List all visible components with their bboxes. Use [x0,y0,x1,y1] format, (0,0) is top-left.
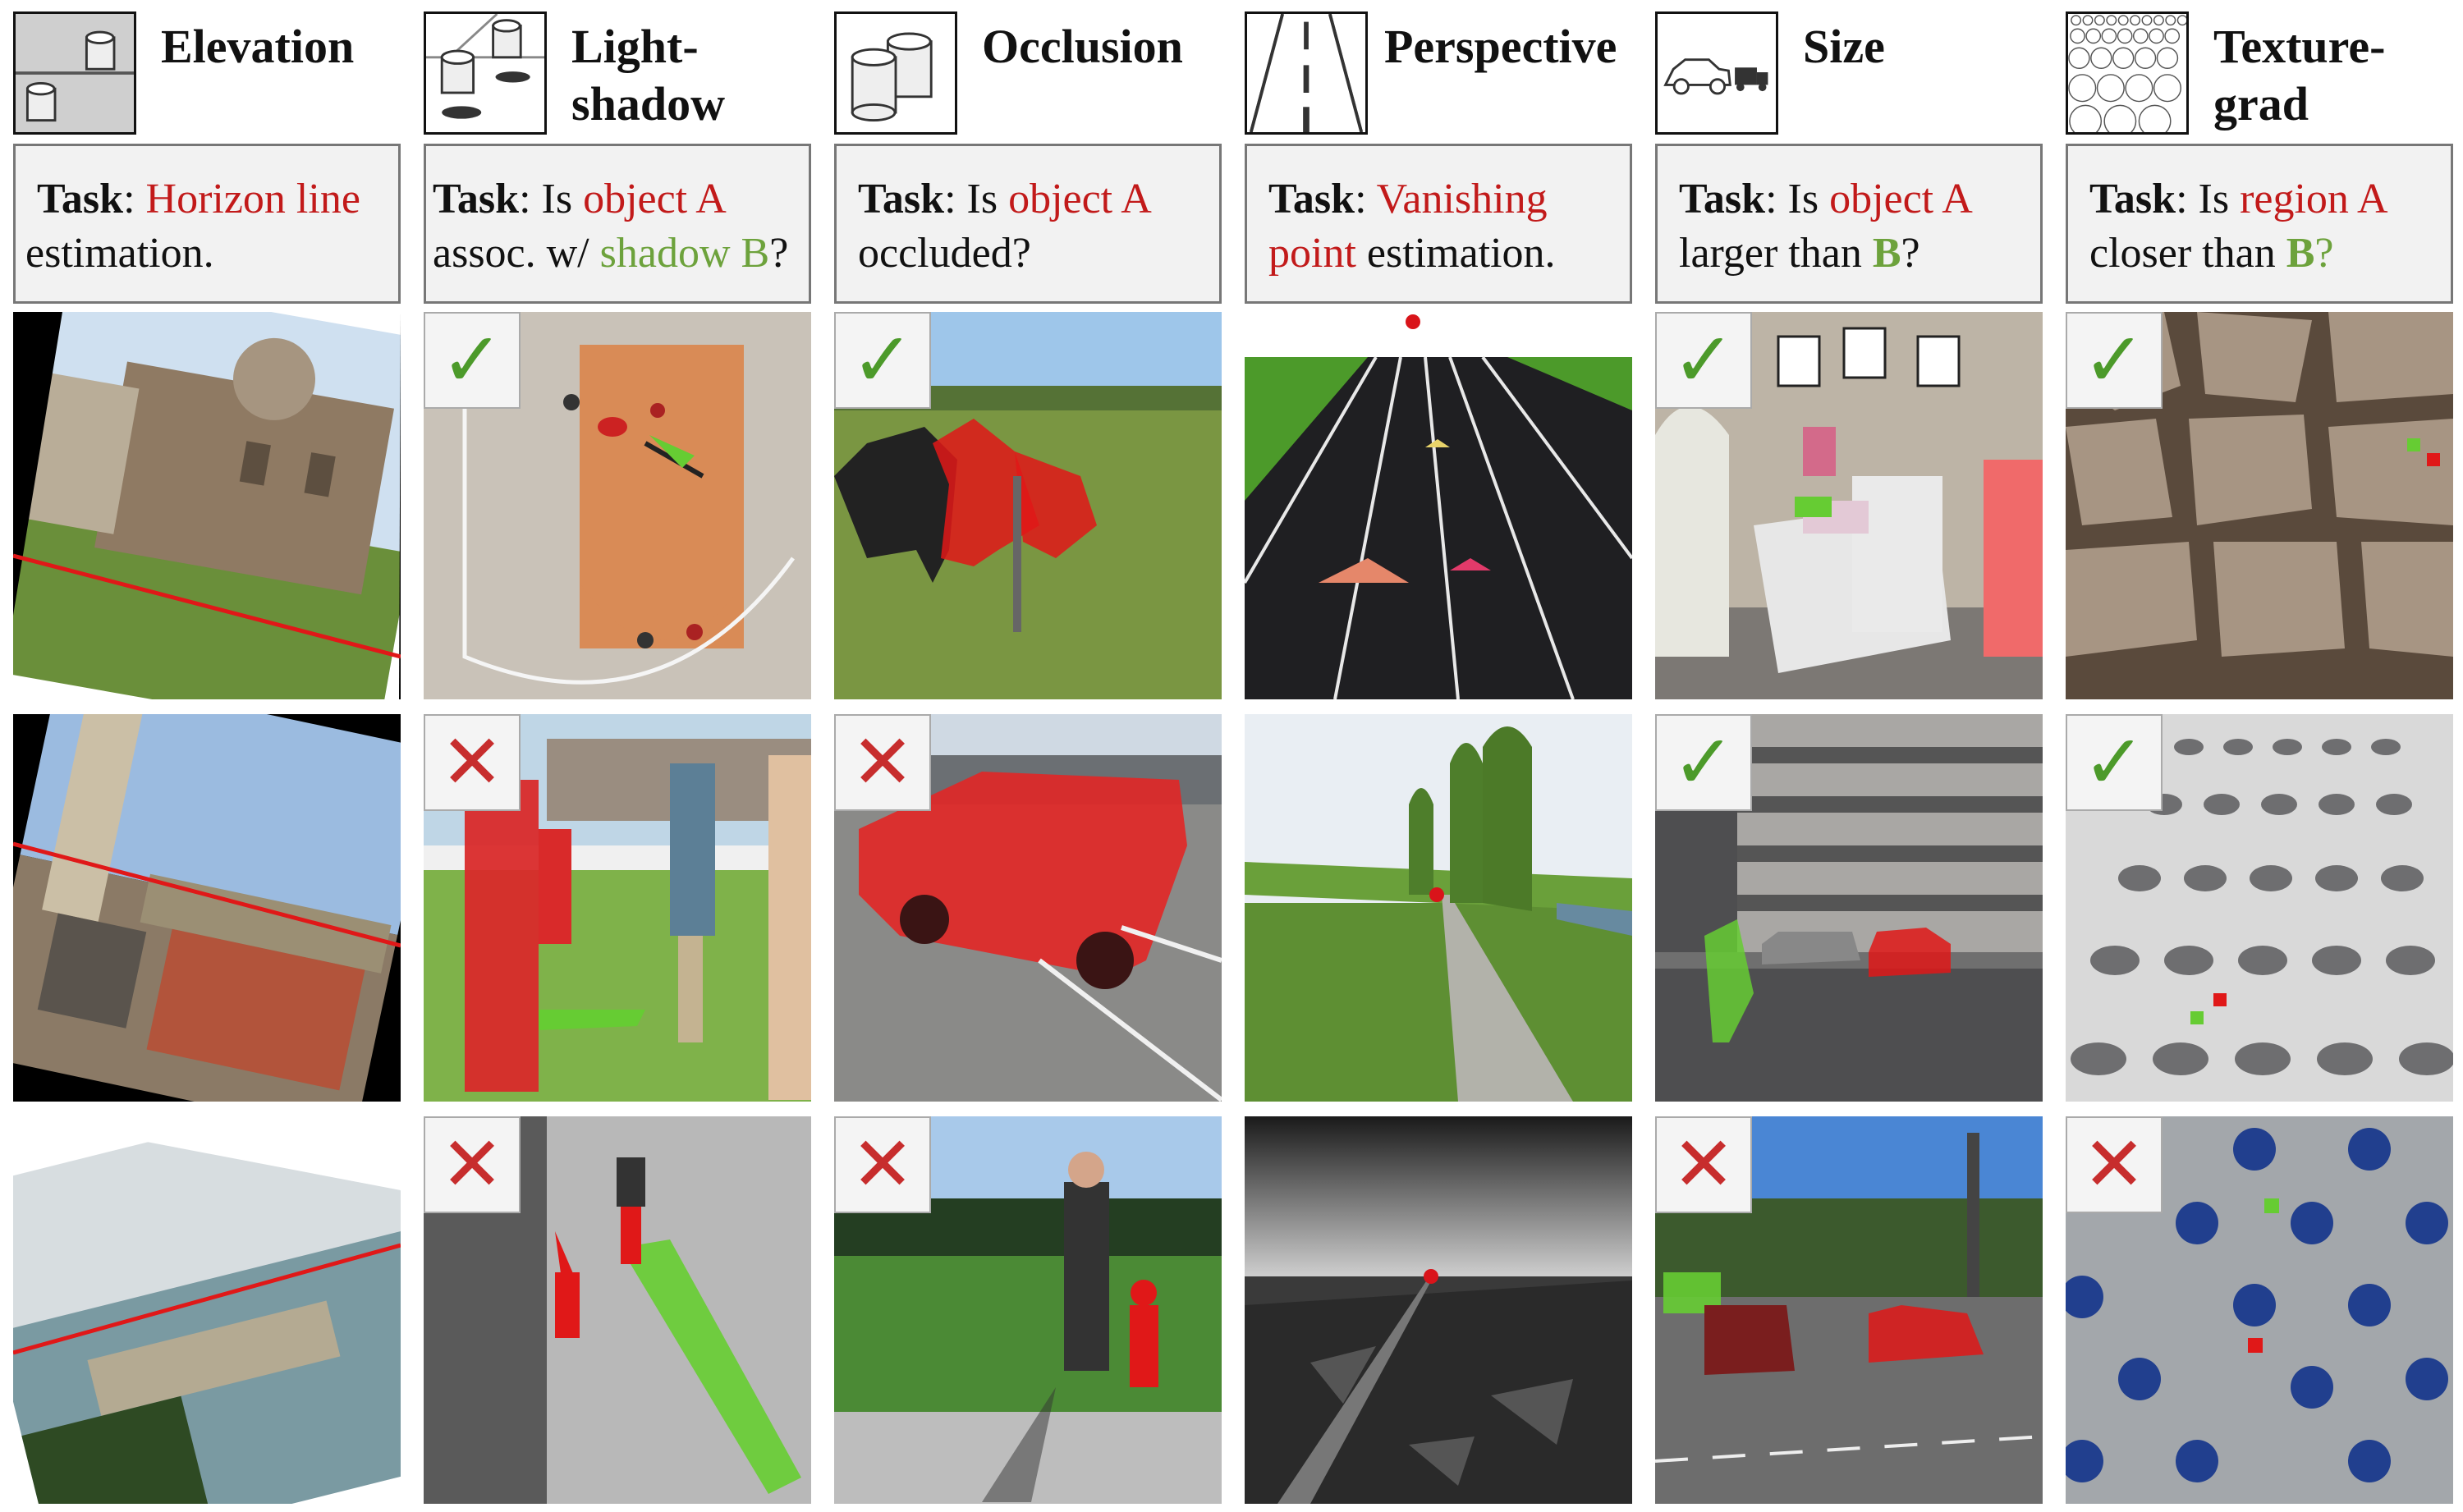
task-text: occluded? [858,230,1031,277]
task-label: Task [433,176,520,222]
column-title: Perspective [1384,20,1617,73]
check-icon: ✓ [2066,312,2163,409]
check-icon: ✓ [2066,714,2163,811]
column-size: Size Task: Is object A larger than B? ✓ [1655,0,2043,1512]
column-elevation: Elevation Task: Horizon line estimation. [13,0,401,1512]
column-title: Size [1803,20,1885,73]
column-light-shadow: Light- shadow Task: Is object A assoc. w/… [424,0,811,1512]
perspective-image-3 [1245,1116,1632,1504]
perspective-icon [1245,11,1368,135]
column-title: Texture- grad [2213,20,2386,131]
perspective-image-1 [1245,312,1632,699]
task-highlight-a: object A [583,176,727,222]
task-label: Task [858,176,945,222]
task-highlight-a: Horizon line [145,176,360,222]
task-box: Task: Is object A occluded? [834,144,1222,304]
check-icon: ✓ [1655,714,1752,811]
texture-gradient-icon [2066,11,2189,135]
cross-icon: ✕ [834,1116,931,1213]
elevation-image-2 [13,714,401,1102]
task-label: Task [2089,176,2176,222]
check-icon: ✓ [424,312,521,409]
elevation-image-3 [13,1116,401,1504]
occlusion-image-2: ✕ [834,714,1222,1102]
texture-image-3: ✕ [2066,1116,2453,1504]
task-highlight-a: Vanishing [1376,176,1548,222]
task-box: Task: Is object A assoc. w/ shadow B? [424,144,811,304]
cross-icon: ✕ [424,1116,521,1213]
task-text: : Is [2176,176,2241,222]
task-highlight-a: region A [2240,176,2388,222]
occlusion-image-1: ✓ [834,312,1222,699]
task-highlight-b: B [1872,230,1901,277]
task-text: estimation. [25,230,214,277]
task-highlight-a: object A [1829,176,1973,222]
column-occlusion: Occlusion Task: Is object A occluded? ✓ ✕ [834,0,1222,1512]
check-icon: ✓ [1655,312,1752,409]
task-box: Task: Horizon line estimation. [13,144,401,304]
texture-image-2: ✓ [2066,714,2453,1102]
task-text: larger than [1679,230,1873,277]
light-shadow-image-1: ✓ [424,312,811,699]
task-text: : Is [1765,176,1830,222]
size-image-1: ✓ [1655,312,2043,699]
task-text: : Is [519,176,584,222]
task-text: ? [1901,230,1920,277]
column-title: Light- shadow [571,20,725,131]
task-highlight-a: object A [1008,176,1152,222]
elevation-icon [13,11,136,135]
task-text: assoc. w/ [433,230,600,277]
column-texture-grad: Texture- grad Task: Is region A closer th… [2066,0,2453,1512]
size-icon [1655,11,1778,135]
light-shadow-image-3: ✕ [424,1116,811,1504]
task-text: ? [769,230,789,277]
task-text: : Is [944,176,1009,222]
task-text: closer than [2089,230,2286,277]
task-highlight-b: shadow B [599,230,770,277]
task-text: estimation. [1355,230,1556,277]
task-label: Task [1679,176,1766,222]
light-shadow-image-2: ✕ [424,714,811,1102]
task-highlight-a: point [1268,230,1356,277]
cross-icon: ✕ [2066,1116,2163,1213]
task-box: Task: Is object A larger than B? [1655,144,2043,304]
column-title: Elevation [161,20,355,73]
texture-image-1: ✓ [2066,312,2453,699]
task-label: Task [1268,176,1355,222]
cross-icon: ✕ [424,714,521,811]
light-shadow-icon [424,11,547,135]
column-title: Occlusion [982,20,1183,73]
size-image-2: ✓ [1655,714,2043,1102]
task-text: : [1355,176,1377,222]
task-text: : [123,176,146,222]
cross-icon: ✕ [834,714,931,811]
perspective-image-2 [1245,714,1632,1102]
task-text: ? [2314,230,2334,277]
occlusion-icon [834,11,957,135]
size-image-3: ✕ [1655,1116,2043,1504]
task-box: Task: Is region A closer than B? [2066,144,2453,304]
task-label: Task [37,176,124,222]
cross-icon: ✕ [1655,1116,1752,1213]
task-box: Task: Vanishing point estimation. [1245,144,1632,304]
task-highlight-b: B [2286,230,2315,277]
occlusion-image-3: ✕ [834,1116,1222,1504]
column-perspective: Perspective Task: Vanishing point estimat… [1245,0,1632,1512]
check-icon: ✓ [834,312,931,409]
elevation-image-1 [13,312,401,699]
